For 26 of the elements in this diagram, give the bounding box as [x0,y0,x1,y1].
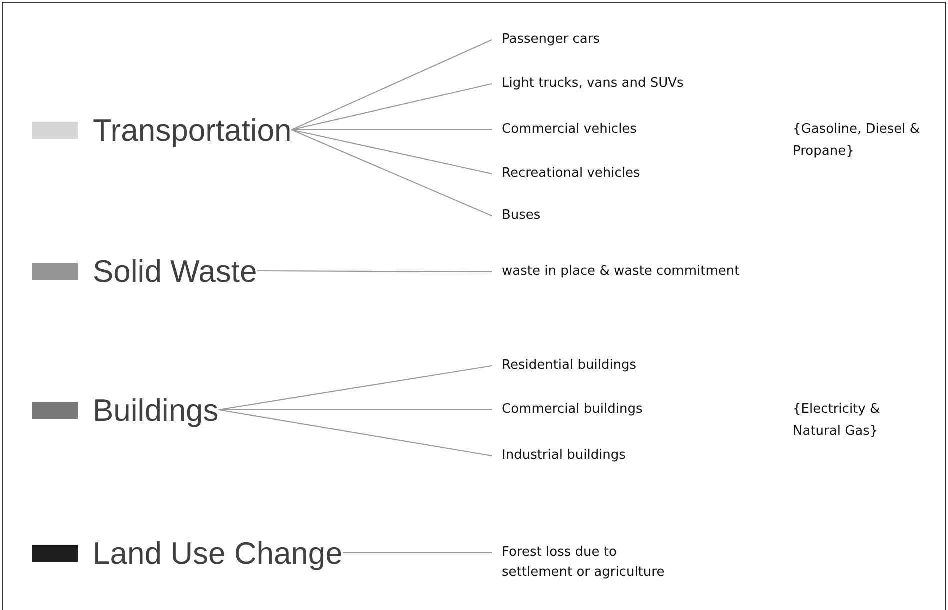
item-label: Commercial buildings [501,401,643,419]
connector-line [257,270,492,273]
item-label: Recreational vehicles [501,165,640,183]
item-label: waste in place & waste commitment [501,263,740,281]
item-label: Forest loss due to settlement or agriculture [501,544,666,582]
category-label: Land Use Change [93,538,343,568]
category-label: Buildings [93,394,219,426]
category-label: Transportation [93,114,292,146]
item-label: Residential buildings [501,357,637,375]
connector-line [292,40,492,130]
item-label: Industrial buildings [501,447,626,465]
item-label: Buses [501,207,541,225]
fuel-note: {Gasoline, Diesel & Propane} [793,121,922,161]
connector-line [292,129,492,175]
connector-line [342,552,492,554]
item-label: Commercial vehicles [501,121,637,139]
item-label: Light trucks, vans and SUVs [501,75,684,93]
connector-line [292,83,492,131]
connector-line [292,129,492,131]
connector-line [292,130,492,216]
fuel-note: {Electricity & Natural Gas} [793,401,882,441]
connector-line [218,409,492,411]
connector-line [218,409,492,457]
category-label: Solid Waste [93,256,258,286]
connector-line [218,365,492,411]
item-label: Passenger cars [501,31,600,49]
